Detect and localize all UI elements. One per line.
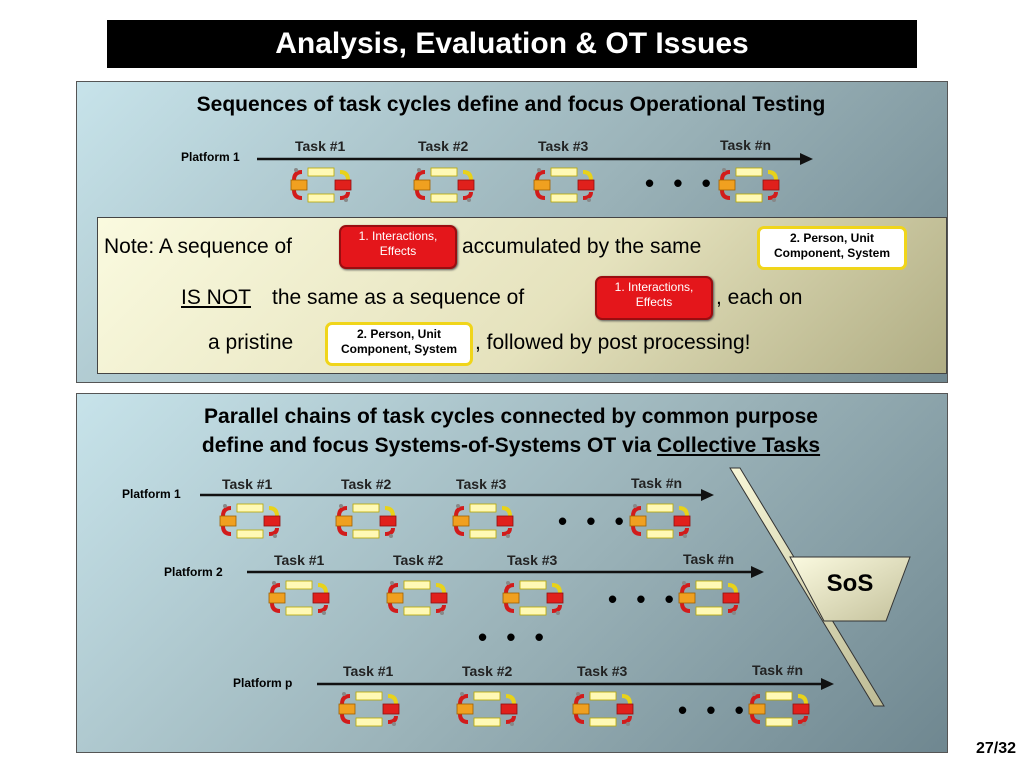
bottom-heading-line1: Parallel chains of task cycles connected… [204, 405, 818, 428]
platform-label: Platform 2 [164, 565, 223, 579]
task-label: Task #1 [295, 138, 346, 154]
top-heading: Sequences of task cycles define and focu… [196, 93, 826, 116]
person-unit-badge: 2. Person, Unit Component, System [325, 322, 473, 366]
task-cycle-icon [290, 166, 352, 204]
platform-label: Platform p [233, 676, 293, 690]
note-text: Note: A sequence of [104, 235, 292, 258]
timeline-arrow [317, 678, 834, 690]
note-text: accumulated by the same [462, 235, 702, 258]
slide-title: Analysis, Evaluation & OT Issues [107, 20, 917, 68]
task-cycle-icon [338, 690, 400, 728]
ellipsis-dots: • • • [558, 506, 630, 536]
timeline-arrow [200, 489, 714, 501]
task-cycle-icon [335, 502, 397, 540]
task-cycle-icon [629, 502, 691, 540]
task-cycle-icon [386, 579, 448, 617]
task-cycle-icon [533, 166, 595, 204]
task-label: Task #2 [462, 663, 513, 679]
task-cycle-icon [268, 579, 330, 617]
heading-text: define and focus Systems-of-Systems OT v… [201, 434, 652, 457]
sos-label: SoS [826, 570, 874, 597]
ellipsis-dots: • • • [678, 695, 750, 725]
task-label: Task #3 [507, 552, 558, 568]
ellipsis-dots: • • • [608, 584, 680, 614]
task-label: Task #n [631, 475, 683, 491]
task-cycle-icon [572, 690, 634, 728]
ellipsis-dots: • • • [478, 622, 550, 652]
task-cycle-icon [678, 579, 740, 617]
platform-label: Platform 1 [181, 150, 240, 164]
task-cycle-icon [456, 690, 518, 728]
task-label: Task #2 [418, 138, 469, 154]
task-label: Task #3 [456, 476, 507, 492]
task-label: Task #2 [341, 476, 392, 492]
page-number: 27/32 [975, 740, 1016, 757]
task-cycle-icon [718, 166, 780, 204]
ellipsis-dots: • • • [645, 168, 717, 198]
interactions-effects-badge: 1. Interactions, Effects [339, 225, 457, 269]
task-cycle-icon [502, 579, 564, 617]
task-label: Task #3 [577, 663, 628, 679]
task-label: Task #2 [393, 552, 444, 568]
task-label: Task #1 [274, 552, 325, 568]
task-label: Task #n [720, 137, 772, 153]
task-label: Task #n [752, 662, 804, 678]
task-label: Task #1 [343, 663, 394, 679]
task-cycle-icon [452, 502, 514, 540]
sos-flag [789, 556, 911, 622]
interactions-effects-badge: 1. Interactions, Effects [595, 276, 713, 320]
note-text: the same as a sequence of [272, 286, 525, 309]
collective-tasks-text: Collective Tasks [657, 434, 821, 457]
platform-label: Platform 1 [122, 487, 181, 501]
note-text: a pristine [208, 331, 294, 354]
timeline-arrow [257, 153, 813, 165]
task-cycle-icon [219, 502, 281, 540]
bottom-heading-line2: define and focus Systems-of-Systems OT v… [76, 432, 946, 460]
task-cycle-icon [413, 166, 475, 204]
is-not-text: IS NOT [181, 286, 252, 309]
task-label: Task #1 [222, 476, 273, 492]
note-text: , each on [716, 286, 803, 309]
timeline-arrow [247, 566, 764, 578]
person-unit-badge: 2. Person, Unit Component, System [757, 226, 907, 270]
task-cycle-icon [748, 690, 810, 728]
task-label: Task #3 [538, 138, 589, 154]
task-label: Task #n [683, 551, 735, 567]
note-text: , followed by post processing! [475, 331, 751, 354]
